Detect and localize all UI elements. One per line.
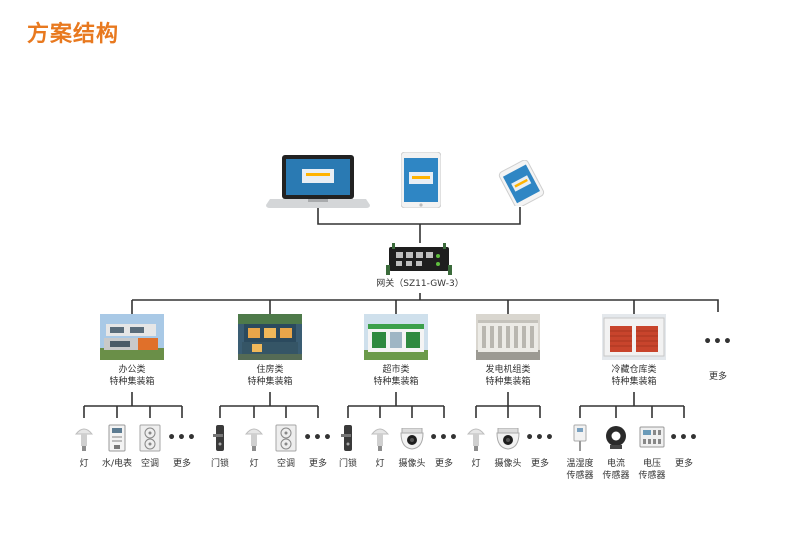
leaf-label: 灯 (471, 459, 481, 469)
leaf-label: 灯 (79, 459, 89, 469)
leaf-label: 温湿度 传感器 (566, 459, 594, 481)
client-bus-line (317, 207, 521, 225)
more-icon: ••• (525, 430, 555, 446)
office-container-photo (100, 314, 164, 360)
leaf-label: 更多 (308, 459, 328, 469)
meter-icon (108, 424, 126, 456)
leaf-label: 电流 传感器 (602, 459, 630, 481)
category-2-branch-lines (219, 392, 319, 418)
category-2-label: 住房类 特种集装箱 (247, 365, 293, 387)
leaf-label: 空调 (140, 459, 160, 469)
more-icon: ••• (167, 430, 197, 446)
leaf-label: 更多 (674, 459, 694, 469)
more-category-label: 更多 (708, 372, 728, 382)
temperature-humidity-sensor-icon (572, 424, 588, 456)
category-4-label: 发电机组类 特种集装箱 (485, 365, 531, 387)
leaf-label: 电压 传感器 (638, 459, 666, 481)
more-icon: ••• (303, 430, 333, 446)
leaf-label: 门锁 (210, 459, 230, 469)
lamp-icon (466, 426, 486, 456)
lamp-icon (244, 426, 264, 456)
leaf-label: 空调 (276, 459, 296, 469)
category-3-branch-lines (347, 392, 445, 418)
category-1-label: 办公类 特种集装箱 (109, 365, 155, 387)
category-bus-line (132, 299, 719, 312)
voltage-sensor-icon (639, 424, 665, 454)
leaf-label: 更多 (434, 459, 454, 469)
supermarket-container-photo (364, 314, 428, 360)
camera-icon (495, 427, 521, 454)
generator-container-photo (476, 314, 540, 360)
leaf-label: 水/电表 (101, 459, 133, 469)
category-drop-lines (131, 300, 635, 314)
camera-icon (399, 427, 425, 454)
more-icon: ••• (429, 430, 459, 446)
more-category-icon: ••• (703, 334, 733, 350)
leaf-label: 更多 (530, 459, 550, 469)
category-3-label: 超市类 特种集装箱 (373, 365, 419, 387)
door-lock-icon (341, 424, 355, 456)
gateway-label: 网关（SZ11-GW-3） (376, 279, 464, 289)
leaf-label: 摄像头 (494, 459, 522, 469)
category-4-branch-lines (475, 392, 541, 418)
leaf-label: 更多 (172, 459, 192, 469)
ac-icon (139, 424, 161, 456)
page-title: 方案结构 (27, 22, 120, 47)
phone-icon (495, 159, 547, 210)
gateway-icon (386, 243, 452, 279)
current-sensor-icon (604, 424, 628, 454)
category-5-label: 冷藏仓库类 特种集装箱 (611, 365, 657, 387)
category-5-branch-lines (579, 392, 685, 418)
laptop-icon (266, 153, 370, 213)
cold-storage-container-photo (602, 314, 666, 360)
ac-icon (275, 424, 297, 456)
more-icon: ••• (669, 430, 699, 446)
leaf-label: 灯 (375, 459, 385, 469)
leaf-label: 摄像头 (398, 459, 426, 469)
leaf-label: 门锁 (338, 459, 358, 469)
housing-container-photo (238, 314, 302, 360)
lamp-icon (370, 426, 390, 456)
tablet-icon (400, 151, 442, 212)
door-lock-icon (213, 424, 227, 456)
leaf-label: 灯 (249, 459, 259, 469)
lamp-icon (74, 426, 94, 456)
category-1-branch-lines (83, 392, 183, 418)
